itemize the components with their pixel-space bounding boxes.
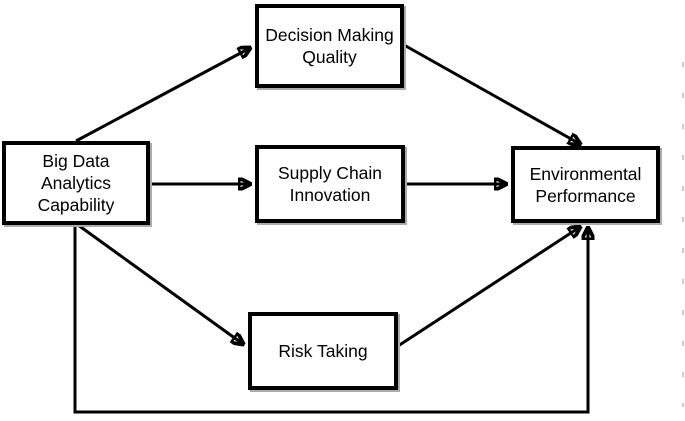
edge-dmq-to-ep bbox=[403, 43, 580, 144]
node-label: Decision Making Quality bbox=[265, 25, 394, 67]
edge-bdac-to-dmq bbox=[75, 48, 250, 143]
node-big-data-analytics-capability: Big Data Analytics Capability bbox=[2, 141, 150, 225]
edge-rt-to-ep bbox=[397, 227, 580, 348]
node-label: Supply Chain Innovation bbox=[277, 163, 383, 205]
edge-bdac-to-rt bbox=[77, 223, 243, 344]
node-environmental-performance: Environmental Performance bbox=[511, 146, 660, 223]
node-risk-taking: Risk Taking bbox=[248, 312, 398, 390]
node-decision-making-quality: Decision Making Quality bbox=[255, 4, 404, 88]
node-label: Risk Taking bbox=[278, 341, 368, 361]
node-label: Big Data Analytics Capability bbox=[37, 151, 115, 215]
edge-bdac-to-ep-direct bbox=[73, 225, 588, 414]
node-supply-chain-innovation: Supply Chain Innovation bbox=[255, 145, 405, 223]
scan-artifact-dots bbox=[682, 62, 684, 407]
node-label: Environmental Performance bbox=[529, 163, 642, 206]
